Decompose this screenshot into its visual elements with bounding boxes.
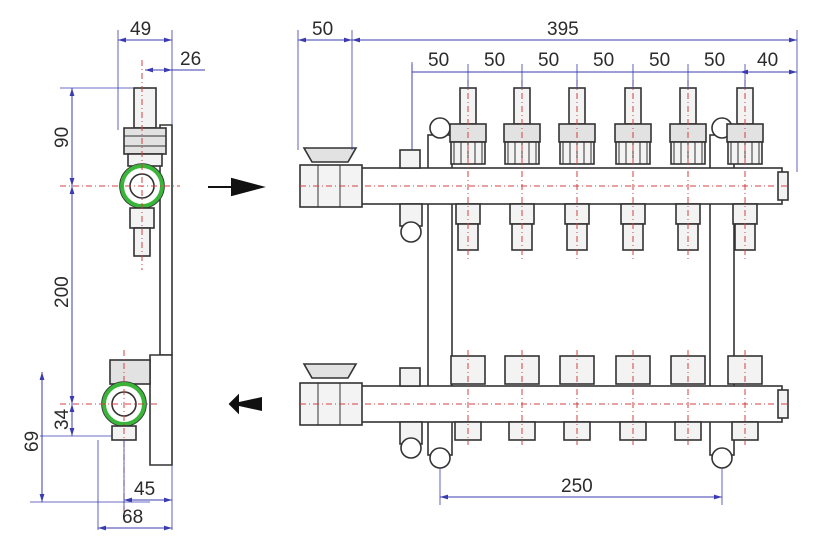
side-upper-stem [133,87,157,129]
dim-90: 90 [52,127,73,148]
arrow-left-head [230,397,262,411]
lower-valve-handle [302,363,358,379]
side-view-dimensions: 49 26 90 200 34 69 45 68 [22,19,205,531]
dim-front-left-50: 50 [312,19,333,40]
dim-34: 34 [52,408,73,430]
outlet-5 [669,80,707,445]
dim-spacing-2: 50 [484,50,505,71]
side-bracket-lower [149,354,173,466]
side-view [60,60,180,520]
front-view [299,117,790,469]
outlet-4 [614,80,652,445]
dim-69: 69 [22,431,43,452]
outlet-2 [503,80,541,445]
dim-spacing-4: 50 [593,50,614,71]
dim-45: 45 [134,479,155,500]
dim-rail-250: 250 [561,476,593,497]
dim-spacing-5: 50 [649,50,670,71]
side-lower-cap [109,359,151,385]
arrow-right-icon [208,177,266,197]
upper-valve-handle [302,147,358,163]
dim-spacing-3: 50 [538,50,559,71]
outlet-3 [558,80,596,445]
dim-front-total-395: 395 [547,19,579,40]
front-view-dimensions: 50 395 40 50 50 50 50 50 50 250 [297,19,798,505]
outlet-group [449,80,764,445]
dim-26: 26 [180,49,201,70]
dim-front-right-40: 40 [757,50,778,71]
dim-spacing-1: 50 [428,50,449,71]
dim-200: 200 [52,276,73,308]
outlet-6 [726,80,764,445]
side-upper-cap [123,127,167,155]
dim-spacing-6: 50 [704,50,725,71]
dim-49: 49 [130,19,151,40]
outlet-1 [449,80,487,445]
dim-68: 68 [122,507,143,528]
